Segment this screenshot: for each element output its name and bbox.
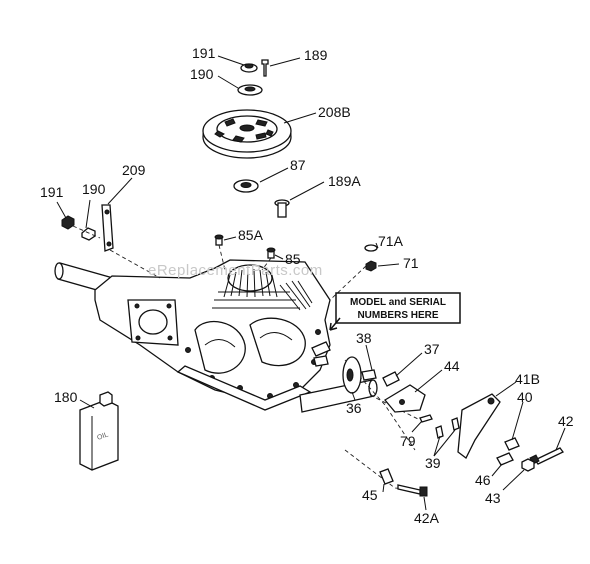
callout-180: 180 [54,389,78,405]
svg-text:OIL: OIL [96,431,109,441]
washer-87 [233,179,259,193]
note-line-1: MODEL and SERIAL [350,297,446,308]
callout-209: 209 [122,162,146,178]
model-serial-note: MODEL and SERIAL NUMBERS HERE [329,292,461,331]
small-fasteners [214,234,378,272]
callout-189: 189 [304,47,328,63]
callout-87: 87 [290,157,306,173]
callout-190-left: 190 [82,181,106,197]
callout-208B: 208B [318,104,351,120]
callout-43: 43 [485,490,501,506]
note-line-2: NUMBERS HERE [357,310,438,321]
callout-71A: 71A [378,233,404,249]
pulley-208B [202,109,292,159]
callout-85: 85 [285,251,301,267]
callout-85A: 85A [238,227,264,243]
callout-39: 39 [425,455,441,471]
callout-36: 36 [346,400,362,416]
callout-45: 45 [362,487,378,503]
callout-191-top: 191 [192,45,216,61]
callout-40: 40 [517,389,533,405]
leader-lines [56,55,566,511]
left-hardware [61,204,114,252]
callout-41B: 41B [515,371,540,387]
callout-42: 42 [558,413,574,429]
callout-71: 71 [403,255,419,271]
callout-labels: 191 189 190 208B 87 189A 191 190 209 85A… [40,45,574,526]
nut-191-top [244,63,254,69]
link-209 [101,204,114,252]
bolt-189 [261,59,269,77]
callout-44: 44 [444,358,460,374]
callout-42A: 42A [414,510,440,526]
top-hardware [237,59,269,96]
oil-bottle-180: OIL [79,391,119,471]
bolt-189A [274,199,290,218]
callout-189A: 189A [328,173,361,189]
callout-79: 79 [400,433,416,449]
callout-191-left: 191 [40,184,64,200]
callout-37: 37 [424,341,440,357]
callout-190-top: 190 [190,66,214,82]
callout-46: 46 [475,472,491,488]
transaxle-housing [54,259,378,413]
watermark: eReplacementParts.com [148,262,323,279]
callout-38: 38 [356,330,372,346]
